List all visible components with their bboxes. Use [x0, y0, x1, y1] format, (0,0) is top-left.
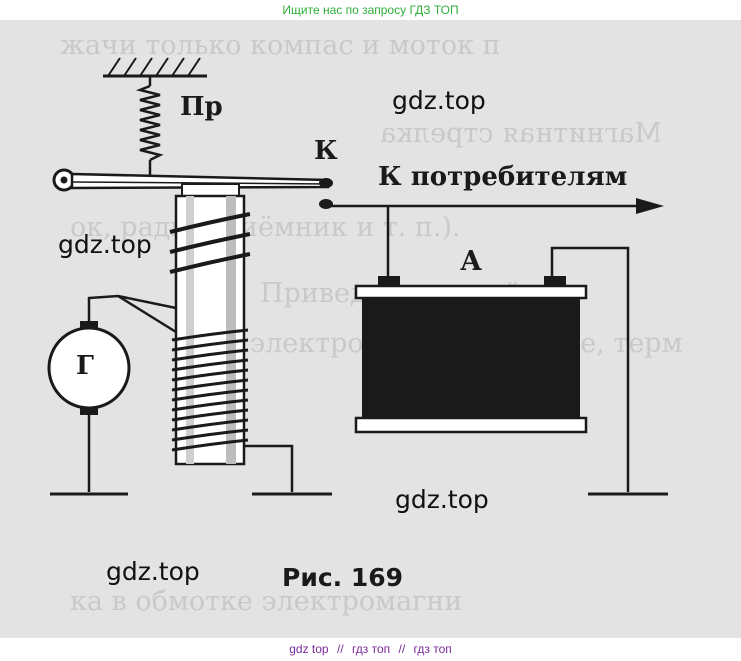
battery — [354, 206, 588, 434]
generator-wires — [87, 294, 177, 492]
textbook-figure: жачи только компас и моток п Магнитная с… — [0, 20, 741, 638]
upper-contact — [319, 178, 333, 188]
promo-banner: Ищите нас по запросу ГДЗ ТОП — [0, 0, 741, 20]
watermark-4: gdz.top — [106, 557, 200, 586]
watermark-1: gdz.top — [392, 86, 486, 115]
promo-text: Ищите нас по запросу ГДЗ ТОП — [282, 3, 459, 17]
lower-contact — [319, 199, 333, 209]
footer-links: gdz top // гдз топ // гдз топ — [0, 638, 741, 661]
label-contact: К — [314, 136, 338, 166]
consumer-line — [326, 198, 664, 214]
footer-link-2[interactable]: гдз топ — [351, 642, 391, 656]
footer-separator: // — [336, 642, 344, 656]
footer-link-1[interactable]: gdz top — [289, 642, 329, 656]
footer-link-3[interactable]: гдз топ — [413, 642, 452, 656]
ghost-text-6: ка в обмотке электромагни — [70, 586, 463, 617]
ground-battery — [550, 246, 668, 496]
relay-circuit-diagram — [47, 57, 668, 496]
ceiling-mount — [103, 57, 207, 78]
electromagnet — [169, 183, 251, 466]
spring — [135, 76, 164, 178]
label-spring: Пр — [180, 92, 223, 122]
footer-separator: // — [398, 642, 406, 656]
watermark-3: gdz.top — [395, 485, 489, 514]
ghost-text-1: жачи только компас и моток п — [60, 30, 501, 61]
label-battery: А — [460, 246, 482, 277]
ground-coil — [244, 444, 332, 496]
ghost-text-3: ок, радиоприёмник и т. п.). — [70, 212, 461, 243]
label-generator: Г — [76, 351, 94, 381]
watermark-2: gdz.top — [58, 230, 152, 259]
figure-caption: Рис. 169 — [282, 563, 404, 592]
generator — [47, 321, 131, 415]
label-consumers: К потребителям — [378, 162, 628, 192]
